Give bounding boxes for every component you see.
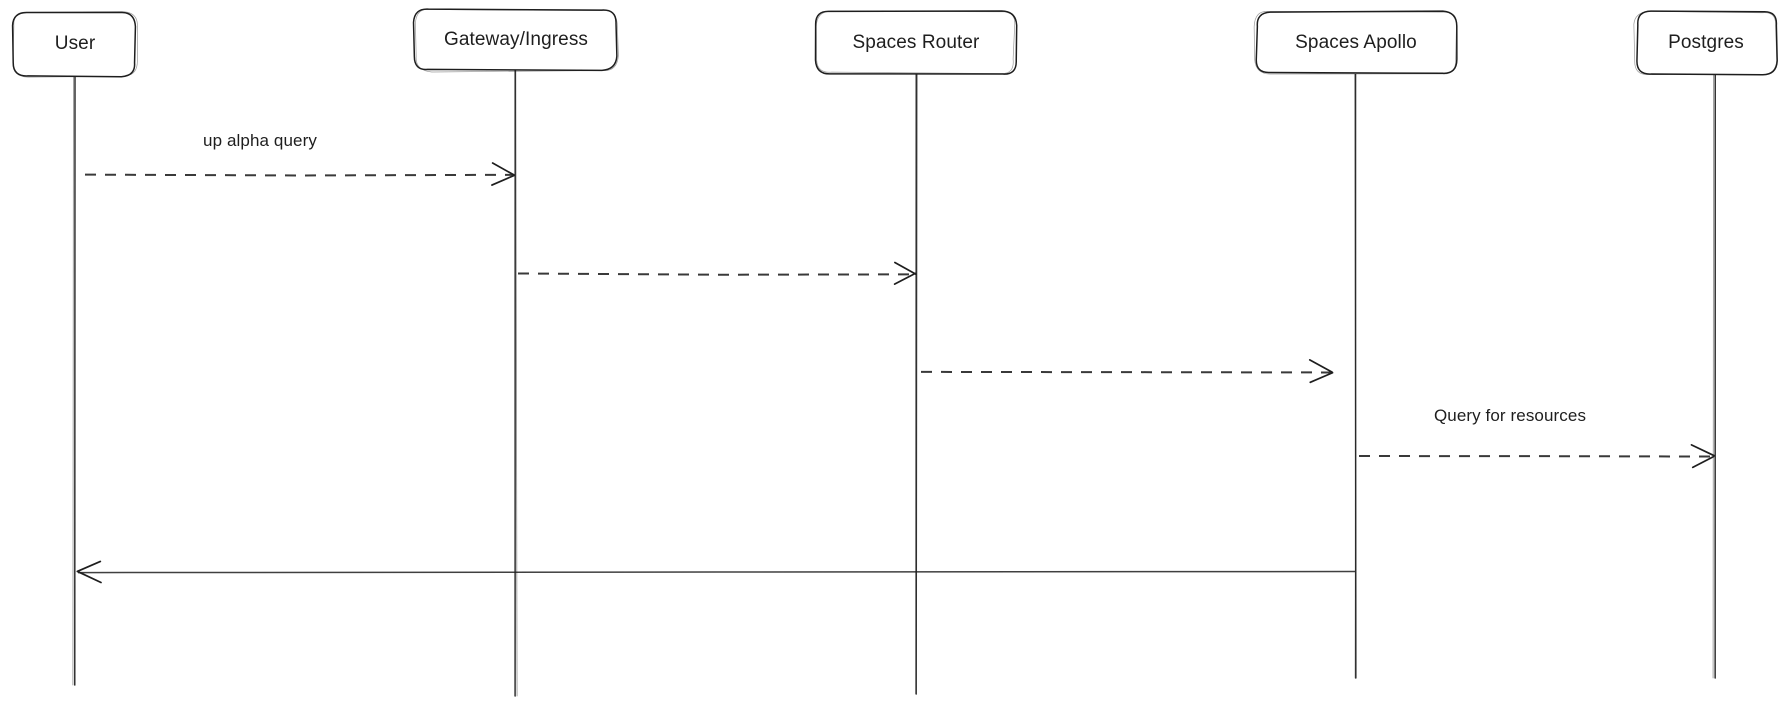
message-line-msg-2	[517, 272, 917, 276]
arrowhead-msg-3-lower	[1309, 371, 1334, 384]
participant-boxes-group	[11, 8, 1778, 78]
message-line-msg-4	[1358, 455, 1715, 458]
participant-box-fill-user	[14, 12, 136, 76]
message-line-msg-3	[920, 370, 1333, 374]
arrowhead-msg-4-lower	[1691, 455, 1715, 469]
message-line-msg-5	[77, 570, 1356, 574]
participant-box-fill-spaces-router	[816, 12, 1016, 74]
lifeline-gateway	[515, 69, 518, 697]
lifeline-spaces-router	[915, 73, 918, 695]
participant-box-sketch-spaces-apollo	[1253, 11, 1457, 75]
participant-label-spaces-apollo: Spaces Apollo	[1295, 32, 1417, 53]
arrowhead-msg-1-upper	[491, 162, 515, 176]
participant-label-gateway: Gateway/Ingress	[443, 29, 589, 50]
participant-box-user	[11, 11, 137, 78]
participant-box-sketch-gateway	[415, 9, 619, 73]
participant-label-user: User	[54, 33, 96, 54]
participant-box-fill-postgres	[1636, 12, 1776, 74]
participant-box-spaces-apollo	[1255, 10, 1458, 75]
participant-box-sketch-postgres	[1633, 10, 1778, 76]
message-line-msg-1	[84, 173, 515, 177]
arrowhead-msg-5-upper	[76, 560, 102, 573]
arrowhead-msg-1-lower	[491, 174, 515, 186]
arrowhead-msg-3-upper	[1308, 359, 1333, 373]
lifelines-group	[72, 69, 1716, 697]
arrowhead-msg-4-upper	[1690, 444, 1715, 457]
lifeline-user	[72, 75, 74, 686]
messages-group	[76, 162, 1715, 584]
participant-box-sketch-spaces-router	[815, 10, 1016, 74]
lifeline-spaces-apollo	[1354, 73, 1357, 679]
participant-box-postgres	[1636, 10, 1778, 76]
participant-box-spaces-router	[814, 10, 1018, 75]
participant-box-fill-spaces-apollo	[1256, 12, 1456, 74]
participant-label-spaces-router: Spaces Router	[852, 32, 980, 53]
message-label-msg-1: up alpha query	[203, 131, 317, 150]
arrowhead-msg-2-upper	[894, 261, 917, 275]
participant-label-postgres: Postgres	[1668, 32, 1744, 53]
participant-box-fill-gateway	[415, 10, 617, 70]
message-label-msg-4: Query for resources	[1433, 406, 1587, 425]
arrowhead-msg-2-lower	[893, 272, 917, 285]
participant-box-sketch-user	[12, 11, 138, 78]
participant-box-gateway	[412, 8, 618, 72]
arrowhead-msg-5-lower	[77, 570, 102, 584]
